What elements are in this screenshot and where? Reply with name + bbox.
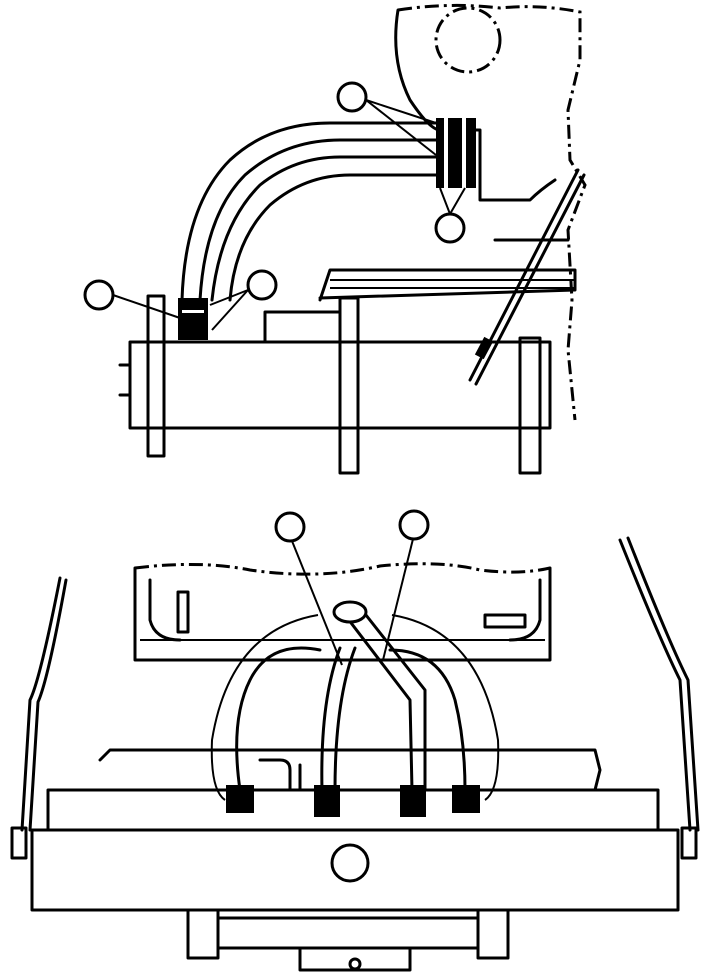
callout-circle <box>434 212 466 244</box>
top-view <box>83 3 587 475</box>
hose <box>235 646 322 792</box>
hose <box>320 646 342 792</box>
hose-fitting <box>178 298 208 340</box>
radiator-tank <box>30 828 680 912</box>
callout-circle <box>246 269 278 301</box>
support-rod-right <box>618 538 692 832</box>
engine-outline <box>134 562 551 576</box>
bottom-view <box>10 509 700 972</box>
radiator-top <box>46 788 660 832</box>
callout-circle <box>83 279 115 311</box>
callout-circle <box>398 509 430 541</box>
support-rod-left <box>20 576 62 832</box>
flywheel-outline <box>434 6 502 74</box>
hose <box>343 613 414 792</box>
hose-upper <box>180 121 442 302</box>
hose-fitting <box>436 118 476 188</box>
drain-plug <box>330 843 370 883</box>
callout-circle <box>274 511 306 543</box>
callout-circle <box>336 81 368 113</box>
engine-outline <box>397 3 587 421</box>
